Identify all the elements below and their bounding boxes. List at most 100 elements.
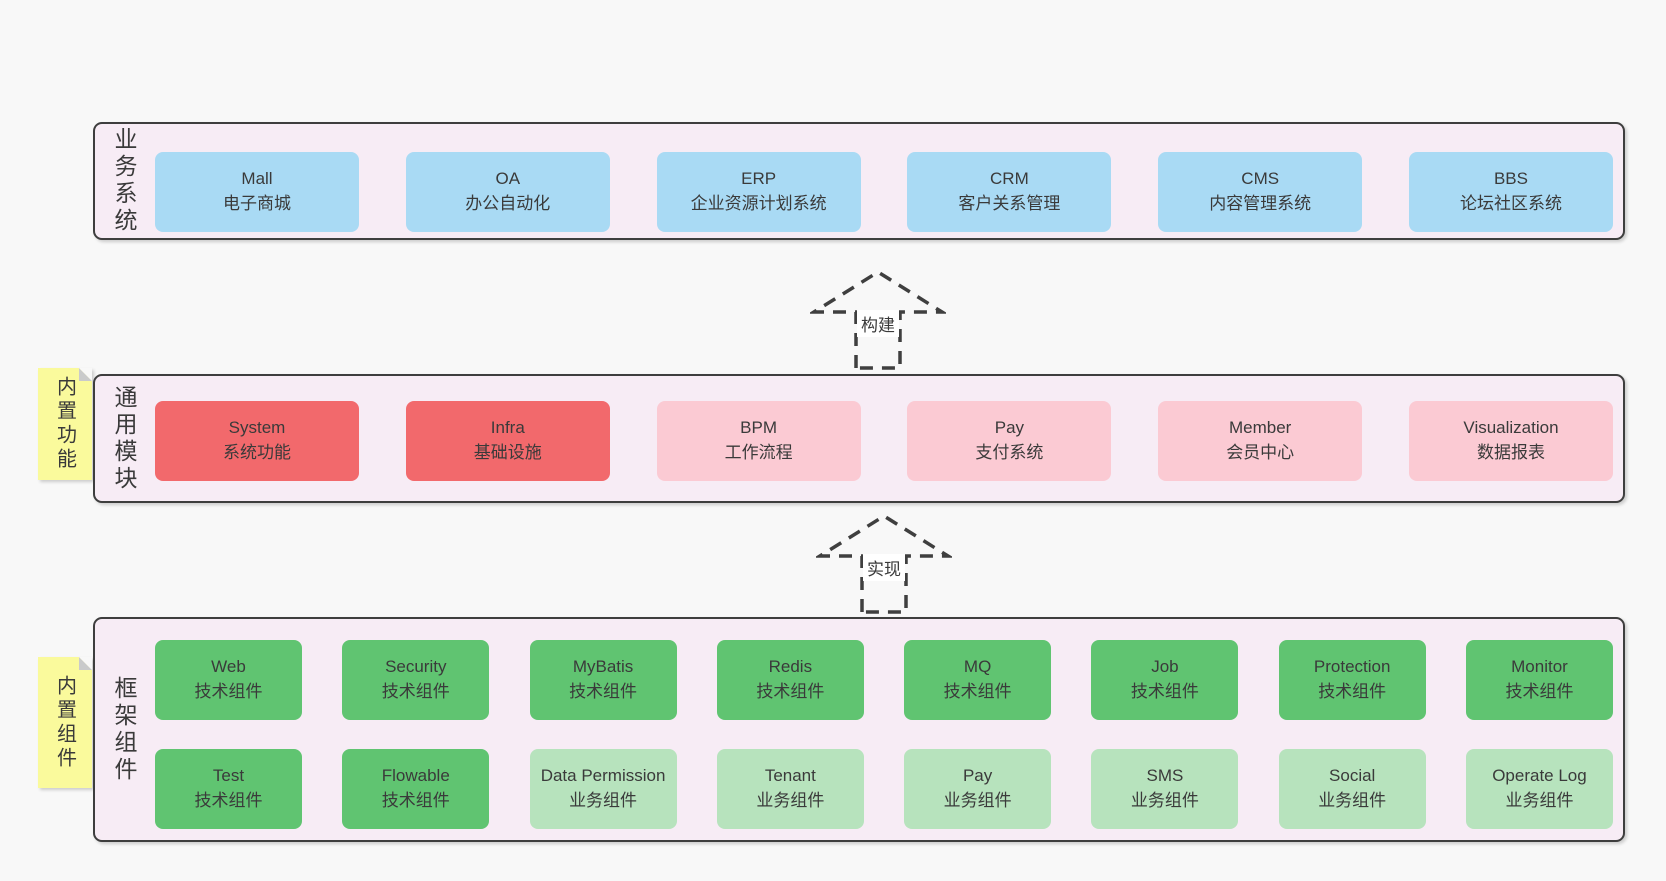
arrow-build-label: 构建 [857, 310, 899, 337]
box-subtitle: 业务组件 [1318, 791, 1387, 810]
box-pay-business: Pay 业务组件 [904, 749, 1052, 829]
box-subtitle: 业务组件 [943, 791, 1012, 810]
box-member: Member 会员中心 [1158, 401, 1363, 481]
box-title: Security [385, 657, 447, 677]
box-subtitle: 技术组件 [381, 791, 450, 810]
box-erp: ERP 企业资源计划系统 [656, 152, 861, 232]
box-system: System 系统功能 [155, 401, 359, 481]
box-flowable: Flowable 技术组件 [342, 749, 490, 829]
band-framework-label: 框架组件 [111, 675, 137, 784]
box-title: ERP [741, 169, 777, 189]
box-subtitle: 内容管理系统 [1209, 194, 1312, 213]
box-subtitle: 技术组件 [1318, 682, 1387, 701]
framework-components-row-1: Web 技术组件 Security 技术组件 MyBatis 技术组件 Redi… [155, 640, 1613, 720]
box-subtitle: 工作流程 [724, 443, 793, 462]
box-data-permission: Data Permission 业务组件 [529, 749, 677, 829]
sticky-text: 内置功能 [53, 376, 76, 472]
arrow-implement-label: 实现 [863, 554, 905, 581]
band-common-modules: 通用模块 System 系统功能 Infra 基础设施 BPM 工作流程 Pay… [93, 374, 1625, 503]
box-cms: CMS 内容管理系统 [1158, 152, 1363, 232]
box-title: System [228, 418, 286, 438]
box-subtitle: 技术组件 [194, 791, 263, 810]
box-infra: Infra 基础设施 [405, 401, 610, 481]
box-title: Web [211, 657, 246, 677]
box-title: Redis [768, 657, 813, 677]
box-test: Test 技术组件 [155, 749, 302, 829]
band-modules-label: 通用模块 [111, 384, 137, 493]
box-title: Infra [490, 418, 525, 438]
box-subtitle: 企业资源计划系统 [690, 194, 827, 213]
box-subtitle: 技术组件 [756, 682, 825, 701]
box-subtitle: 业务组件 [1505, 791, 1574, 810]
box-sms: SMS 业务组件 [1091, 749, 1239, 829]
box-crm: CRM 客户关系管理 [907, 152, 1112, 232]
box-title: BPM [740, 418, 778, 438]
box-bpm: BPM 工作流程 [656, 401, 861, 481]
box-oa: OA 办公自动化 [405, 152, 610, 232]
box-subtitle: 论坛社区系统 [1459, 194, 1562, 213]
box-title: Job [1151, 657, 1179, 677]
box-subtitle: 办公自动化 [465, 194, 551, 213]
box-subtitle: 技术组件 [943, 682, 1012, 701]
box-subtitle: 业务组件 [1130, 791, 1199, 810]
box-subtitle: 技术组件 [194, 682, 263, 701]
box-bbs: BBS 论坛社区系统 [1408, 152, 1613, 232]
box-security: Security 技术组件 [342, 640, 490, 720]
box-title: Member [1229, 418, 1292, 438]
box-pay: Pay 支付系统 [907, 401, 1112, 481]
box-title: Monitor [1511, 657, 1568, 677]
box-tenant: Tenant 业务组件 [716, 749, 864, 829]
box-title: Social [1329, 766, 1376, 786]
box-title: Protection [1313, 657, 1391, 677]
box-subtitle: 业务组件 [756, 791, 825, 810]
box-operate-log: Operate Log 业务组件 [1465, 749, 1613, 829]
box-subtitle: 技术组件 [1130, 682, 1199, 701]
box-subtitle: 客户关系管理 [958, 194, 1061, 213]
box-subtitle: 电子商城 [223, 194, 291, 213]
common-modules-row: System 系统功能 Infra 基础设施 BPM 工作流程 Pay 支付系统… [155, 401, 1613, 481]
box-title: Pay [994, 418, 1025, 438]
arrow-up-build: 构建 [810, 268, 946, 372]
box-social: Social 业务组件 [1278, 749, 1426, 829]
box-title: BBS [1493, 169, 1528, 189]
box-mq: MQ 技术组件 [904, 640, 1052, 720]
box-subtitle: 数据报表 [1476, 443, 1545, 462]
box-visualization: Visualization 数据报表 [1408, 401, 1613, 481]
box-title: Visualization [1463, 418, 1559, 438]
box-title: Test [212, 766, 245, 786]
box-redis: Redis 技术组件 [716, 640, 864, 720]
sticky-note-built-in-features: 内置功能 [38, 368, 92, 480]
box-title: MyBatis [572, 657, 634, 677]
framework-components-row-2: Test 技术组件 Flowable 技术组件 Data Permission … [155, 749, 1613, 829]
box-title: OA [495, 169, 521, 189]
business-systems-row: Mall 电子商城 OA 办公自动化 ERP 企业资源计划系统 CRM 客户关系… [155, 152, 1613, 232]
box-title: CRM [990, 169, 1029, 189]
box-mall: Mall 电子商城 [155, 152, 359, 232]
band-business-label: 业务系统 [111, 127, 137, 235]
arrow-up-implement: 实现 [816, 512, 952, 616]
box-title: Data Permission [540, 766, 666, 786]
sticky-note-built-in-components: 内置组件 [38, 657, 92, 788]
dashed-up-arrow-icon [816, 513, 952, 614]
box-title: Mall [241, 169, 273, 189]
band-framework-components: 框架组件 Web 技术组件 Security 技术组件 MyBatis 技术组件… [93, 617, 1625, 842]
box-web: Web 技术组件 [155, 640, 302, 720]
box-job: Job 技术组件 [1091, 640, 1239, 720]
box-title: Operate Log [1492, 766, 1587, 786]
box-subtitle: 会员中心 [1226, 443, 1295, 462]
box-protection: Protection 技术组件 [1278, 640, 1426, 720]
box-subtitle: 基础设施 [473, 443, 542, 462]
box-title: Flowable [381, 766, 450, 786]
dashed-up-arrow-icon [810, 269, 946, 370]
box-title: Tenant [764, 766, 816, 786]
box-title: MQ [963, 657, 992, 677]
sticky-text: 内置组件 [53, 674, 76, 771]
box-mybatis: MyBatis 技术组件 [529, 640, 677, 720]
box-subtitle: 技术组件 [569, 682, 638, 701]
box-monitor: Monitor 技术组件 [1465, 640, 1613, 720]
box-title: CMS [1241, 169, 1280, 189]
box-title: Pay [962, 766, 993, 786]
band-business-systems: 业务系统 Mall 电子商城 OA 办公自动化 ERP 企业资源计划系统 CRM… [93, 122, 1625, 240]
box-subtitle: 技术组件 [1505, 682, 1574, 701]
box-subtitle: 业务组件 [569, 791, 638, 810]
